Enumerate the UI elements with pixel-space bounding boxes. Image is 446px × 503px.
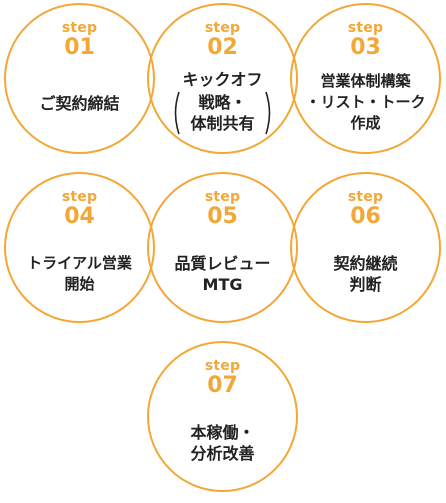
- step-label: step: [204, 20, 241, 36]
- step-number: 01: [64, 35, 95, 60]
- step-01-circle: step 01 ご契約締結: [4, 3, 155, 154]
- step-title: 営業体制構築 ・リスト・トーク 作成: [305, 72, 426, 132]
- step-04-circle: step 04 トライアル営業 開始: [4, 172, 155, 323]
- step-label: step: [61, 20, 98, 36]
- step-label: step: [347, 189, 384, 205]
- step-title-bracketed: 戦略・ 体制共有: [190, 93, 255, 133]
- step-06-circle: step 06 契約継続 判断: [290, 172, 441, 323]
- step-03-circle: step 03 営業体制構築 ・リスト・トーク 作成: [290, 3, 441, 154]
- step-number: 04: [64, 204, 95, 229]
- step-title: キックオフ: [182, 70, 263, 89]
- step-title: 本稼働・ 分析改善: [190, 423, 255, 463]
- step-title: 契約継続 判断: [333, 254, 398, 294]
- step-title: トライアル営業 開始: [27, 254, 132, 293]
- step-title: ご契約締結: [39, 94, 120, 113]
- step-label: step: [61, 189, 98, 205]
- step-02-circle: step 02 キックオフ 戦略・ 体制共有: [147, 3, 298, 154]
- step-title: 品質レビュー MTG: [174, 254, 271, 294]
- step-07-circle: step 07 本稼働・ 分析改善: [147, 341, 298, 492]
- step-label: step: [204, 189, 241, 205]
- right-bracket-icon: [265, 91, 271, 135]
- step-label: step: [347, 20, 384, 36]
- step-05-circle: step 05 品質レビュー MTG: [147, 172, 298, 323]
- step-number: 05: [207, 204, 238, 229]
- step-number: 03: [350, 35, 381, 60]
- step-number: 06: [350, 204, 381, 229]
- step-number: 07: [207, 373, 238, 398]
- step-number: 02: [207, 35, 238, 60]
- step-label: step: [204, 358, 241, 374]
- left-bracket-icon: [174, 91, 180, 135]
